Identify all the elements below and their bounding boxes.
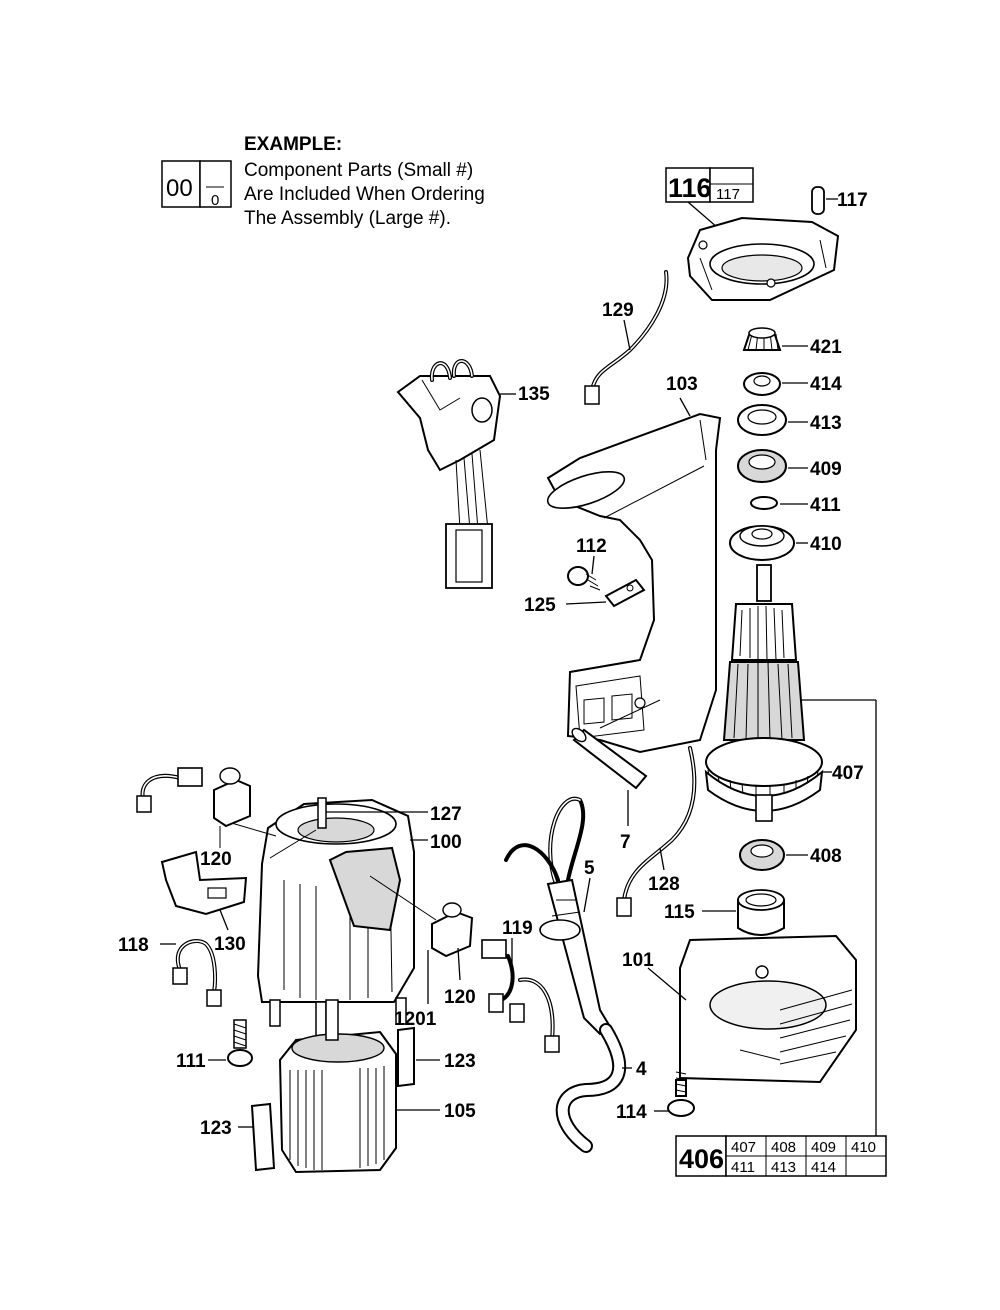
coil-clip-123a [397, 1026, 440, 1088]
callout-407: 407 [832, 763, 864, 784]
assembly-116-small: 117 [716, 186, 740, 203]
handle-103 [546, 397, 722, 754]
callout-128: 128 [648, 874, 680, 895]
armature-407 [704, 564, 877, 1140]
example-heading: EXAMPLE: [244, 134, 342, 155]
strain-relief-112 [567, 555, 601, 591]
callout-101: 101 [622, 950, 654, 971]
clamp-125 [565, 578, 646, 608]
callout-120a: 120 [200, 849, 232, 870]
callout-labels: 117 421 414 413 409 411 410 407 408 115 … [118, 190, 868, 1139]
field-coil-105 [278, 999, 440, 1174]
bearing-409 [737, 449, 808, 483]
callout-7: 7 [620, 832, 631, 853]
callout-111: 111 [176, 1051, 206, 1072]
sleeve-7 [571, 727, 648, 826]
callout-120b: 120 [444, 987, 476, 1008]
callout-408: 408 [810, 846, 842, 867]
assembly-406-s2: 408 [771, 1139, 796, 1156]
cord-4 [555, 1023, 632, 1153]
assembly-116-large: 116 [668, 173, 712, 203]
callout-112: 112 [576, 536, 607, 557]
callout-129: 129 [602, 300, 634, 321]
cord-5 [504, 796, 614, 1036]
assembly-406-s7: 414 [811, 1159, 836, 1176]
callout-421: 421 [810, 337, 842, 358]
callout-135: 135 [518, 384, 550, 405]
callout-409: 409 [810, 459, 842, 480]
bearing-sleeve-115 [702, 889, 785, 936]
pin-117 [811, 186, 838, 215]
callout-100: 100 [430, 832, 462, 853]
switch-135 [396, 359, 516, 589]
callout-125: 125 [524, 595, 556, 616]
callout-414: 414 [810, 374, 842, 395]
callout-114: 114 [616, 1102, 647, 1123]
callout-123a: 123 [444, 1051, 476, 1072]
callout-127: 127 [430, 804, 462, 825]
example-line-3: The Assembly (Large #). [244, 208, 451, 229]
example-line-2: Are Included When Ordering [244, 184, 485, 205]
wire-129 [584, 270, 669, 405]
bevel-gear-421 [742, 327, 808, 351]
callout-411: 411 [810, 495, 841, 516]
retaining-ring-411 [750, 496, 808, 510]
assembly-406-s4: 410 [851, 1139, 876, 1156]
assembly-406-s6: 413 [771, 1159, 796, 1176]
wire-118 [160, 939, 222, 1007]
cover-housing-116 [686, 216, 840, 301]
field-housing-100 [227, 797, 428, 1037]
screw-114 [654, 1071, 695, 1117]
callout-413: 413 [810, 413, 842, 434]
callout-5: 5 [584, 858, 595, 879]
brush-holder-120a [136, 767, 251, 848]
example-box-small: 0 [211, 192, 219, 209]
wire-119 [481, 938, 560, 1053]
assembly-406-s1: 407 [731, 1139, 756, 1156]
assembly-116-box: 116 117 [665, 167, 754, 229]
seal-413 [737, 404, 808, 436]
callout-103: 103 [666, 374, 698, 395]
wire-128 [616, 746, 697, 917]
callout-4: 4 [636, 1059, 647, 1080]
screw-111 [208, 1019, 253, 1067]
assembly-406-s3: 409 [811, 1139, 836, 1156]
gear-housing-101 [647, 934, 857, 1084]
example-box-large: 00 [166, 175, 193, 202]
callout-118: 118 [118, 935, 149, 956]
callout-410: 410 [810, 534, 842, 555]
coil-clip-123b [238, 1102, 276, 1172]
callout-119: 119 [502, 918, 533, 939]
brush-holder-120b [369, 875, 474, 981]
bearing-408 [739, 839, 808, 871]
callout-115: 115 [664, 902, 695, 923]
callout-1201: 1201 [394, 1009, 437, 1030]
callout-105: 105 [444, 1101, 476, 1122]
callout-130: 130 [214, 934, 246, 955]
spring-clip-130 [160, 850, 248, 931]
example-legend: EXAMPLE: 00 0 Component Parts (Small #) … [161, 134, 485, 229]
assembly-406-box: 406 407 408 409 410 411 413 414 [675, 1135, 887, 1177]
callout-123b: 123 [200, 1118, 232, 1139]
assembly-406-s5: 411 [731, 1159, 755, 1176]
callout-117: 117 [837, 190, 868, 211]
bearing-plate-410 [729, 525, 808, 561]
example-line-1: Component Parts (Small #) [244, 160, 473, 181]
bushing-414 [743, 372, 808, 396]
assembly-406-large: 406 [679, 1144, 724, 1174]
